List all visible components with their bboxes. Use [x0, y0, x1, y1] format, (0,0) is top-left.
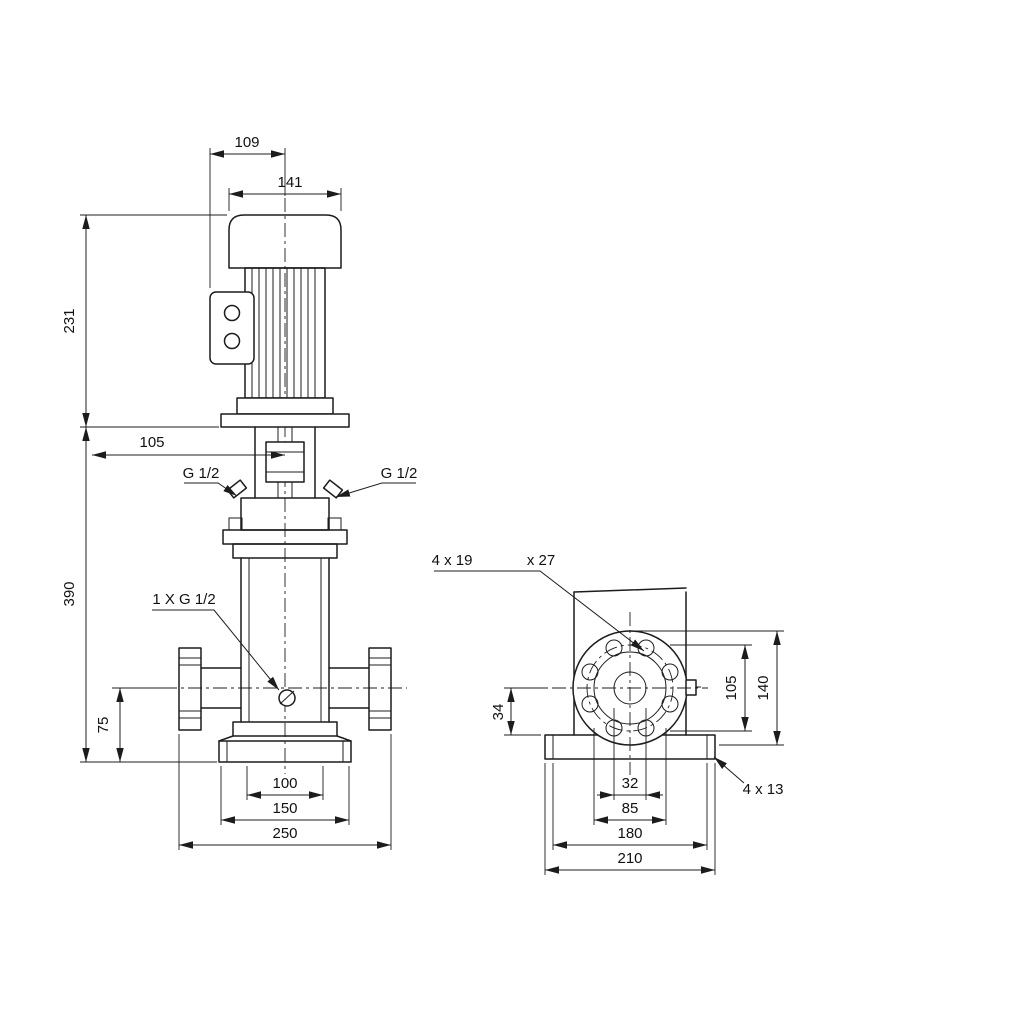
flange-holes-label: 4 x 19 — [432, 552, 473, 569]
dim-180-label: 180 — [617, 825, 642, 842]
coupling-hub — [265, 441, 305, 483]
dim-105-front-label: 105 — [139, 434, 164, 451]
staybolt-nut-left — [228, 517, 243, 531]
motor-end-shield — [236, 397, 334, 415]
dim-109: 109 — [209, 134, 286, 288]
dim-140: 140 — [634, 630, 784, 746]
vent-plug-left — [226, 479, 248, 499]
callout-base-holes: 4 x 13 — [713, 756, 784, 798]
port-right — [328, 647, 392, 731]
terminal-box — [209, 291, 255, 365]
motor-flange — [220, 413, 350, 428]
motor-fins — [251, 268, 316, 398]
dim-141-label: 141 — [277, 174, 302, 191]
callout-g12-left: G 1/2 — [183, 465, 238, 497]
dim-390-label: 390 — [61, 581, 78, 606]
dim-85-label: 85 — [622, 800, 639, 817]
dim-141: 141 — [228, 174, 342, 211]
dim-34: 34 — [490, 687, 548, 736]
dim-109-label: 109 — [234, 134, 259, 151]
coupling-lantern — [254, 426, 316, 499]
staybolt-nut-right — [327, 517, 342, 531]
dim-150-label: 150 — [272, 800, 297, 817]
side-view: 4 x 19 x 27 34 105 140 32 — [432, 552, 784, 875]
dim-231-label: 231 — [61, 308, 78, 333]
g12-right-label: G 1/2 — [381, 465, 418, 482]
drain-plug — [278, 689, 296, 707]
dim-105-front: 105 — [92, 434, 285, 459]
pump-sleeve — [232, 543, 338, 737]
dim-250-label: 250 — [272, 825, 297, 842]
g12-left-label: G 1/2 — [183, 465, 220, 482]
dim-250: 250 — [178, 734, 392, 850]
front-base — [218, 735, 352, 763]
drain-label: 1 X G 1/2 — [152, 591, 215, 608]
dim-105-side: 105 — [670, 644, 752, 732]
callout-drain: 1 X G 1/2 — [152, 591, 280, 691]
callout-g12-right: G 1/2 — [335, 465, 418, 498]
dim-231: 231 — [61, 214, 227, 428]
dim-100: 100 — [246, 766, 324, 800]
dim-85: 85 — [593, 728, 667, 825]
port-left — [178, 647, 242, 731]
dim-100-label: 100 — [272, 775, 297, 792]
cable-entry-top — [223, 304, 241, 322]
dim-150: 150 — [220, 766, 350, 825]
dim-32-label: 32 — [622, 775, 639, 792]
dim-180: 180 — [552, 763, 708, 850]
base-holes-label: 4 x 13 — [743, 781, 784, 798]
dim-75: 75 — [95, 687, 163, 762]
callout-flange-holes: 4 x 19 x 27 — [432, 552, 645, 652]
dim-75-label: 75 — [95, 717, 112, 734]
dim-210-label: 210 — [617, 850, 642, 867]
counterbore-label: x 27 — [527, 552, 555, 569]
dim-32: 32 — [597, 708, 663, 800]
dim-390: 390 — [61, 427, 217, 763]
side-body — [573, 587, 687, 736]
dim-105-side-label: 105 — [723, 675, 740, 700]
dim-34-label: 34 — [490, 704, 507, 721]
dim-140-label: 140 — [755, 675, 772, 700]
motor-outline — [209, 214, 350, 428]
dim-210: 210 — [544, 763, 716, 875]
cable-entry-bottom — [223, 332, 241, 350]
gauge-tap — [685, 679, 697, 696]
vent-plug-right — [322, 479, 344, 499]
front-view: 109 141 231 390 75 105 — [61, 134, 417, 850]
